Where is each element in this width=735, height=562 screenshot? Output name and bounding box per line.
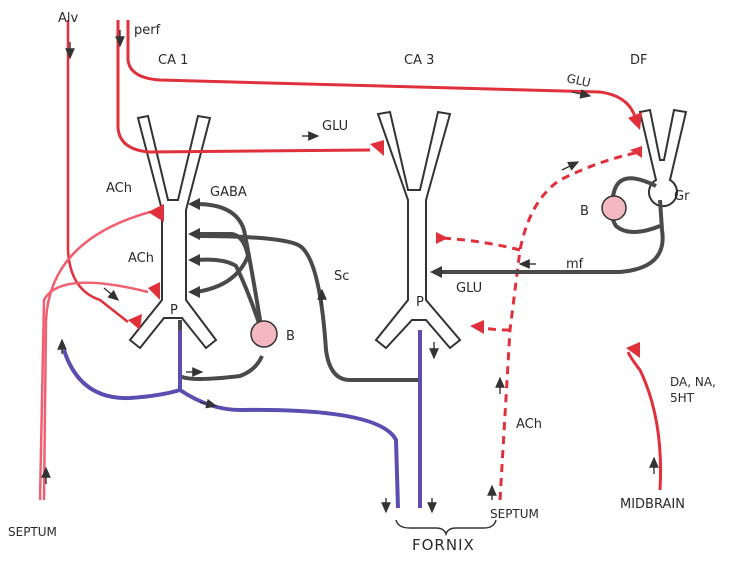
label-ca3: CA 3 <box>404 53 434 68</box>
label-gaba: GABA <box>210 185 247 200</box>
label-midbrain: MIDBRAIN <box>620 497 685 512</box>
gaba-basket-fibres <box>196 204 262 332</box>
label-gr: Gr <box>674 189 690 204</box>
midbrain-fibre <box>628 352 661 490</box>
label-septum-right: SEPTUM <box>490 507 539 521</box>
ca3-pyramidal-cell <box>376 112 460 348</box>
label-alv: Alv <box>58 11 79 26</box>
label-ca1: CA 1 <box>158 53 188 68</box>
label-perf: perf <box>134 23 161 38</box>
label-glu-ca3: GLU <box>322 119 348 134</box>
label-p-left: P <box>170 303 178 318</box>
fornix-brace <box>396 520 496 534</box>
label-mf: mf <box>566 257 584 272</box>
label-b-right: B <box>580 204 589 219</box>
dashed-terminals <box>436 232 448 244</box>
basket-cell-ca1 <box>251 321 277 347</box>
label-glu-top: GLU <box>565 71 592 90</box>
label-p-right: P <box>416 295 424 310</box>
label-ach-upper: ACh <box>106 181 132 196</box>
label-fornix: FORNIX <box>412 536 475 554</box>
label-sc: Sc <box>334 269 349 284</box>
fornix-fibres <box>64 330 420 508</box>
label-b-left: B <box>286 329 295 344</box>
mossy-fibre <box>438 200 663 272</box>
basket-cell-dg <box>602 196 626 220</box>
label-da-line1: DA, NA, <box>670 375 716 389</box>
label-df: DF <box>630 53 648 68</box>
label-septum-left: SEPTUM <box>8 525 57 539</box>
label-ach-lower: ACh <box>128 251 154 266</box>
label-da-line2: 5HT <box>670 391 695 405</box>
label-ach-lower-right: ACh <box>516 417 542 432</box>
schaffer-collateral <box>196 236 420 380</box>
label-glu-mid: GLU <box>456 281 482 296</box>
